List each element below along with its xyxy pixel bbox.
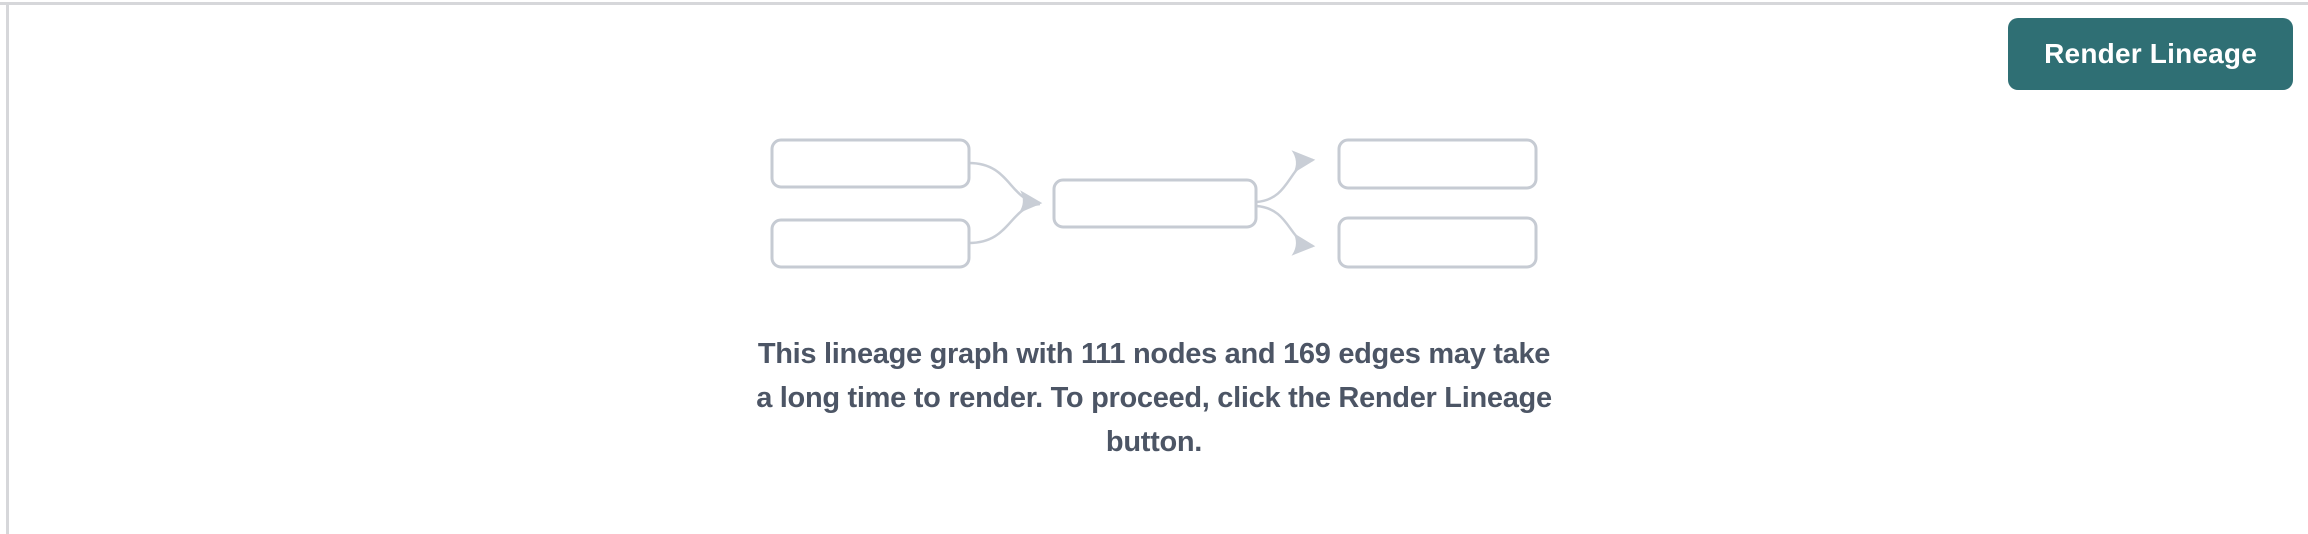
panel-left-border [6, 4, 9, 534]
lineage-node-upstream-top [770, 138, 971, 189]
lineage-node-downstream-bottom [1337, 216, 1538, 269]
render-lineage-button[interactable]: Render Lineage [2008, 18, 2293, 90]
lineage-warning-line-2: a long time to render. To proceed, click… [756, 382, 1552, 414]
lineage-warning-line-3: button. [1105, 426, 1203, 458]
lineage-node-upstream-bottom [770, 218, 971, 269]
lineage-edge-downstream-top [1255, 150, 1316, 204]
lineage-edge-upstream-bottom [968, 202, 1041, 245]
lineage-node-center [1052, 178, 1258, 229]
panel-top-border [0, 2, 2308, 5]
lineage-warning-message: This lineage graph with 111 nodes and 16… [704, 332, 1604, 464]
lineage-edge-downstream-bottom [1255, 204, 1316, 256]
lineage-warning-line-1: This lineage graph with 111 nodes and 16… [757, 338, 1551, 370]
lineage-placeholder-illustration [770, 138, 1538, 269]
lineage-edge-upstream-top [968, 161, 1043, 214]
lineage-node-downstream-top [1337, 138, 1538, 190]
